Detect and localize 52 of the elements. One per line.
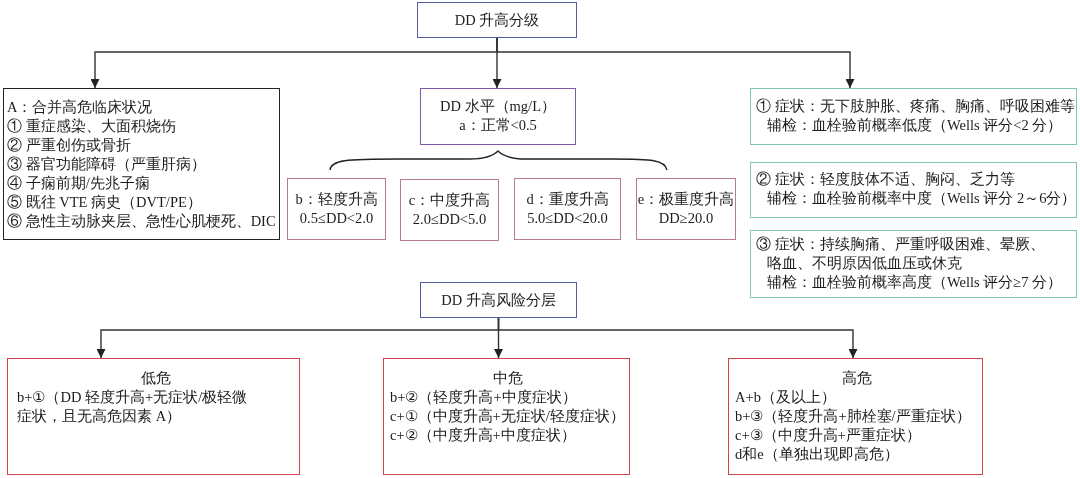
level-name: e：极重度升高 <box>637 190 735 209</box>
heading-text: DD 水平（mg/L） <box>440 96 556 116</box>
criteria-text: b+①（DD 轻度升高+无症状/极轻微症状，且无高危因素 A） <box>17 388 249 426</box>
arrow <box>496 37 855 89</box>
risk-box <box>7 358 300 475</box>
level-box <box>514 178 621 240</box>
heading-text: 高危 <box>841 369 872 388</box>
heading-text: 中危 <box>492 369 523 388</box>
arrow <box>497 317 858 359</box>
range-text: DD≥20.0 <box>658 209 714 228</box>
body-text: a：正常<0.5 <box>459 115 537 135</box>
symptom-box <box>750 162 1077 218</box>
box-title: DD 升高分级 <box>454 10 540 30</box>
criteria-text: b+③（轻度升高+肺栓塞/严重症状） <box>735 407 971 426</box>
box-title: DD 升高风险分层 <box>441 290 556 310</box>
level-name: c：中度升高 <box>408 191 491 210</box>
risk-box <box>728 358 983 475</box>
list-item: ⑥ 急性主动脉夹层、急性心肌梗死、DIC <box>7 212 276 231</box>
criteria-text: c+②（中度升高+中度症状） <box>390 426 576 445</box>
level-box <box>420 88 576 145</box>
symptom-box <box>750 230 1077 298</box>
symptom-text: ③ 症状：持续胸痛、严重呼吸困难、晕厥、咯血、不明原因低血压或休克 <box>756 234 1046 273</box>
test-text: 辅检：血栓验前概率中度（Wells 评分 2～6分） <box>767 189 1077 208</box>
list-item: ② 严重创伤或骨折 <box>7 136 131 155</box>
heading-text: 低危 <box>141 369 171 388</box>
title-box <box>420 282 577 318</box>
range-text: 0.5≤DD<2.0 <box>299 209 374 228</box>
info-box <box>3 88 280 240</box>
level-name: b：轻度升高 <box>295 190 378 209</box>
level-box <box>287 178 386 240</box>
list-item: ① 重症感染、大面积烧伤 <box>7 117 176 136</box>
criteria-text: A+b（及以上） <box>735 388 836 407</box>
title-box <box>417 2 577 38</box>
level-box <box>400 179 499 241</box>
symptom-text: ② 症状：轻度肢体不适、胸闷、乏力等 <box>756 170 1015 189</box>
list-item: ⑤ 既往 VTE 病史（DVT/PE） <box>7 193 202 212</box>
test-text: 辅检：血栓验前概率高度（Wells 评分≥7 分） <box>767 272 1063 292</box>
list-item: ③ 器官功能障碍（严重肝病） <box>7 155 206 174</box>
criteria-text: b+②（轻度升高+中度症状） <box>390 388 577 407</box>
list-item: ④ 子痫前期/先兆子痫 <box>7 174 150 193</box>
range-text: 2.0≤DD<5.0 <box>412 210 487 229</box>
symptom-text: ① 症状：无下肢肿胀、疼痛、胸痛、呼吸困难等 <box>756 96 1075 116</box>
heading-text: A：合并高危临床状况 <box>7 98 153 117</box>
level-box <box>636 178 736 240</box>
risk-box <box>383 358 630 475</box>
level-name: d：重度升高 <box>526 190 609 209</box>
criteria-text: d和e（单独出现即高危） <box>735 445 899 464</box>
criteria-text: c+③（中度升高+严重症状） <box>735 426 921 445</box>
range-text: 5.0≤DD<20.0 <box>527 209 608 228</box>
test-text: 辅检：血栓验前概率低度（Wells 评分<2 分） <box>767 115 1063 135</box>
criteria-text: c+①（中度升高+无症状/轻度症状） <box>390 407 625 426</box>
symptom-box <box>750 88 1077 145</box>
